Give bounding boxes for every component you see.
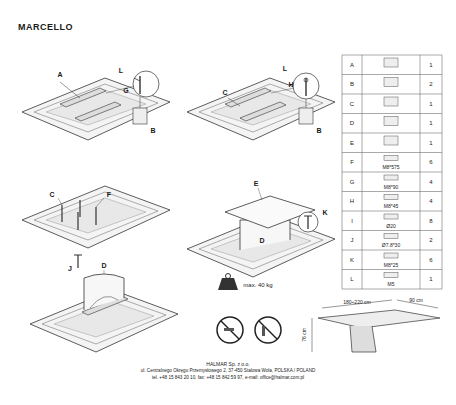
dimension: 180÷220 cm bbox=[343, 300, 370, 305]
part-letter: K bbox=[350, 257, 354, 263]
part-letter: E bbox=[350, 140, 354, 146]
footer-text: ul. Centralnego Okręgu Przemysłowego 2, … bbox=[141, 369, 316, 374]
part-count: 1 bbox=[429, 62, 432, 68]
part-count: 4 bbox=[429, 179, 432, 185]
callout-letter: L bbox=[119, 67, 123, 74]
part-count: 4 bbox=[429, 198, 432, 204]
step-four bbox=[30, 270, 178, 352]
dimension: 76 cm bbox=[302, 328, 307, 342]
part-count: 6 bbox=[429, 159, 432, 165]
part-count: 1 bbox=[429, 140, 432, 146]
part-count: 2 bbox=[429, 81, 432, 87]
part-letter: A bbox=[350, 62, 354, 68]
part-spec: M5 bbox=[388, 282, 395, 287]
footer-text: HALMAR Sp. z o.o. bbox=[206, 362, 249, 367]
part-count: 6 bbox=[429, 257, 432, 263]
callout-letter: L bbox=[283, 65, 287, 72]
part-spec: Ø20 bbox=[386, 223, 395, 228]
callout-letter: F bbox=[107, 191, 111, 198]
step-three bbox=[22, 186, 170, 268]
callout-letter: J bbox=[68, 265, 72, 272]
part-spec: M8*575 bbox=[382, 165, 399, 170]
callout-letter: B bbox=[150, 127, 155, 134]
dimension: 90 cm bbox=[409, 298, 423, 303]
part-spec: Ø7.8*30 bbox=[382, 243, 400, 248]
part-count: 1 bbox=[429, 101, 432, 107]
callout-letter: C bbox=[222, 89, 227, 96]
footer-text: tel. +48 15 843 20 10, fax: +48 15 842 5… bbox=[152, 376, 304, 381]
callout-letter: D bbox=[101, 262, 106, 269]
part-letter: H bbox=[350, 198, 354, 204]
weight-icon bbox=[218, 274, 238, 291]
dimension-drawing bbox=[312, 300, 440, 352]
part-count: 1 bbox=[429, 276, 432, 282]
part-count: 2 bbox=[429, 237, 432, 243]
part-letter: J bbox=[351, 237, 354, 243]
callout-letter: A bbox=[57, 71, 62, 78]
callout-letter: H bbox=[288, 81, 293, 88]
part-count: 8 bbox=[429, 218, 432, 224]
callout-letter: B bbox=[316, 127, 321, 134]
weight-limit: max. 40 kg bbox=[243, 282, 272, 288]
part-spec: M8*45 bbox=[384, 204, 398, 209]
step-one bbox=[22, 71, 170, 140]
part-spec: M8*90 bbox=[384, 184, 398, 189]
part-letter: D bbox=[350, 120, 354, 126]
title: MARCELLO bbox=[18, 22, 73, 32]
callout-letter: C bbox=[49, 191, 54, 198]
parts-table bbox=[342, 55, 442, 289]
part-letter: G bbox=[350, 179, 355, 185]
part-letter: B bbox=[350, 81, 354, 87]
callout-letter: K bbox=[322, 209, 327, 216]
part-spec: M8*25 bbox=[384, 262, 398, 267]
callout-letter: G bbox=[123, 87, 128, 94]
step-two bbox=[187, 73, 335, 140]
step-five bbox=[187, 188, 335, 277]
part-letter: I bbox=[351, 218, 353, 224]
callout-letter: D bbox=[259, 237, 264, 244]
part-letter: L bbox=[350, 276, 353, 282]
part-count: 1 bbox=[429, 120, 432, 126]
part-letter: C bbox=[350, 101, 354, 107]
warning-icons bbox=[217, 317, 281, 343]
part-letter: F bbox=[350, 159, 354, 165]
callout-letter: E bbox=[254, 180, 259, 187]
